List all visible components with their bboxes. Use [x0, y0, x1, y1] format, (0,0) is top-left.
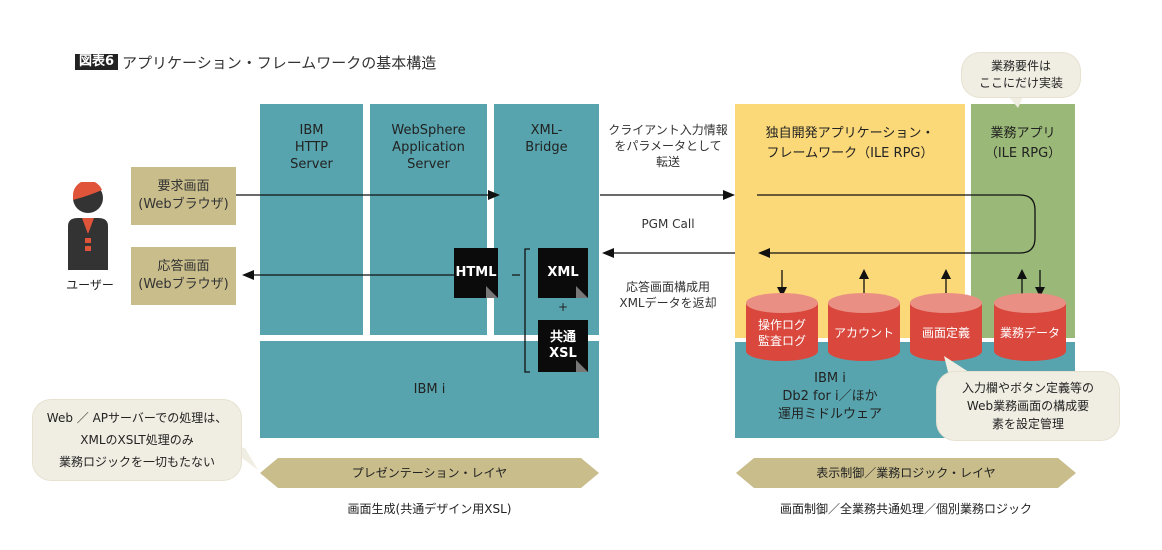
presentation-note-line2: XMLのXSLT処理のみ	[80, 433, 194, 447]
http-server-line1: IBM	[299, 123, 324, 138]
common-xsl-doc: 共通 XSL	[538, 320, 588, 372]
doc-fold-icon	[486, 286, 498, 298]
response-screen-title: 応答画面	[157, 259, 210, 274]
db-account-label: アカウント	[833, 326, 894, 340]
xml-bridge-line1: XML-	[530, 123, 563, 138]
user-icon	[68, 182, 108, 270]
app-server-line1: WebSphere	[391, 123, 466, 138]
db-audit-label1: 操作ログ	[757, 318, 806, 332]
app-server-line3: Server	[407, 157, 450, 172]
xml-doc: XML	[538, 248, 588, 298]
xml-doc-label: XML	[547, 265, 579, 280]
doc-fold-icon	[576, 360, 588, 372]
response-screen-box: 応答画面 (Webブラウザ)	[131, 247, 236, 305]
forward-line2: をパラメータとして	[614, 139, 722, 153]
db-arrowhead-bizdata-down	[1035, 287, 1045, 297]
presentation-note-line1: Web ／ APサーバーでの処理は、	[46, 411, 228, 425]
screen-def-note-line2: Web業務画面の構成要	[966, 399, 1090, 413]
figure-title: アプリケーション・フレームワークの基本構造	[122, 54, 437, 72]
db-screen-definition: 画面定義	[910, 293, 982, 361]
business-app-line2: （ILE RPG）	[984, 146, 1062, 161]
app-server-line2: Application	[392, 140, 465, 155]
forward-arrowhead	[723, 190, 735, 200]
db-account: アカウント	[828, 293, 900, 361]
figure-badge: 図表6	[75, 54, 119, 70]
screen-def-note-line3: 素を設定管理	[991, 417, 1064, 431]
xsl-doc-line1: 共通	[549, 330, 576, 345]
http-server-line2: HTTP	[294, 140, 329, 155]
ibm-i-backend-line1: IBM i	[814, 371, 846, 386]
forward-line3: 転送	[655, 155, 680, 169]
business-note-line1: 業務要件は	[990, 59, 1051, 73]
framework-line2: フレームワーク（ILE RPG）	[766, 146, 934, 161]
xsl-doc-line2: XSL	[549, 346, 577, 361]
business-app-line1: 業務アプリ	[990, 126, 1056, 141]
presentation-caption: 画面生成(共通デザイン用XSL)	[347, 502, 512, 516]
doc-bracket	[524, 248, 530, 373]
return-line1: 応答画面構成用	[625, 280, 710, 294]
logic-layer-label: 表示制御／業務ロジック・レイヤ	[816, 466, 996, 480]
framework-line1: 独自開発アプリケーション・	[765, 126, 935, 141]
return-flow-text: 応答画面構成用 XMLデータを返却	[603, 279, 733, 311]
db-arrowhead-audit	[777, 287, 787, 297]
http-server-line3: Server	[290, 157, 333, 172]
screen-def-note-bubble: 入力欄やボタン定義等の Web業務画面の構成要 素を設定管理	[937, 372, 1119, 440]
user-label: ユーザー	[66, 278, 114, 292]
db-arrowhead-account	[859, 269, 869, 279]
doc-fold-icon	[576, 286, 588, 298]
presentation-note-bubble: Web ／ APサーバーでの処理は、 XMLのXSLT処理のみ 業務ロジックを一…	[33, 400, 241, 480]
screen-def-note-line1: 入力欄やボタン定義等の	[961, 381, 1094, 395]
request-arrowhead	[488, 190, 500, 200]
response-arrowhead	[242, 270, 254, 280]
db-business-data: 業務データ	[994, 293, 1066, 361]
forward-line1: クライアント入力情報	[608, 123, 728, 137]
business-note-bubble: 業務要件は ここにだけ実装	[962, 53, 1080, 97]
ibm-i-backend-line2: Db2 for i／ほか	[782, 389, 878, 404]
db-screendef-label: 画面定義	[921, 326, 970, 340]
return-line2: XMLデータを返却	[619, 296, 717, 310]
forward-flow-text: クライアント入力情報 をパラメータとして 転送	[603, 122, 733, 170]
presentation-note-line3: 業務ロジックを一切もたない	[58, 455, 215, 469]
ibm-i-backend-line3: 運用ミドルウェア	[777, 407, 882, 422]
presentation-layer-label: プレゼンテーション・レイヤ	[351, 466, 508, 480]
response-screen-sub: (Webブラウザ)	[138, 277, 229, 292]
html-doc-label: HTML	[455, 265, 497, 280]
db-audit-log: 操作ログ 監査ログ	[746, 293, 818, 361]
return-arrowhead	[602, 248, 614, 258]
plus-sign: +	[557, 300, 569, 314]
presentation-layer-bar: プレゼンテーション・レイヤ	[260, 458, 599, 488]
request-screen-box: 要求画面 (Webブラウザ)	[131, 167, 236, 225]
logic-layer-bar: 表示制御／業務ロジック・レイヤ	[736, 458, 1076, 488]
db-bizdata-label: 業務データ	[999, 326, 1060, 340]
db-arrowhead-bizdata-up	[1017, 269, 1027, 279]
db-audit-label2: 監査ログ	[757, 334, 806, 348]
business-note-line2: ここにだけ実装	[978, 76, 1063, 90]
request-screen-title: 要求画面	[157, 179, 210, 194]
db-arrowhead-screendef	[941, 269, 951, 279]
ibm-http-server-box: IBM HTTP Server	[260, 104, 363, 335]
loop-path	[757, 194, 1036, 254]
loop-arrowhead	[758, 248, 770, 258]
xml-bridge-line2: Bridge	[525, 140, 568, 155]
request-screen-sub: (Webブラウザ)	[138, 197, 229, 212]
html-doc: HTML	[454, 248, 498, 298]
pgm-call-text: PGM Call	[641, 217, 695, 231]
ibm-i-presentation-label: IBM i	[413, 382, 446, 397]
logic-caption: 画面制御／全業務共通処理／個別業務ロジック	[779, 502, 1032, 516]
